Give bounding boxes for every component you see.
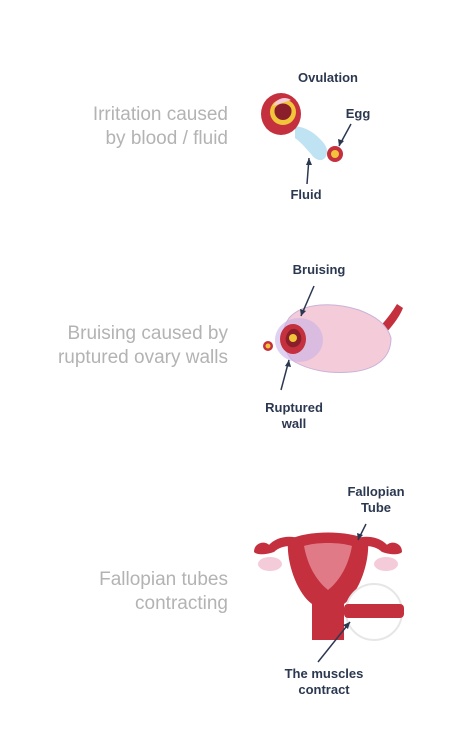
heading-fallopian: Fallopian tubes contracting (99, 569, 228, 614)
arrow-muscles (317, 621, 351, 663)
fimbriae-left (254, 542, 274, 555)
follicle-yolk (289, 334, 297, 342)
label-ruptured-wall: Ruptured wall (265, 400, 323, 431)
label-fluid: Fluid (290, 187, 322, 202)
label-muscles: The muscles contract (284, 666, 364, 697)
ovulation-illustration (261, 93, 352, 185)
heading-bruising: Bruising caused by ruptured ovary walls (57, 323, 228, 368)
label-fallopian-tube: Fallopian Tube (347, 484, 405, 515)
ovary-tissue (273, 98, 291, 106)
heading-irritation: Irritation caused by blood / fluid (92, 104, 228, 149)
arrow-bruising-head (300, 309, 306, 316)
uterus-illustration (254, 523, 404, 663)
arrow-fluid-head (306, 158, 312, 165)
arrow-egg-head (338, 139, 344, 146)
section-irritation: Irritation caused by blood / fluid Ovula… (0, 0, 474, 230)
section-fallopian: Fallopian tubes contracting Fallopian Tu… (0, 460, 474, 734)
arrow-fallopian-head (357, 533, 363, 540)
arrow-ruptured-head (285, 360, 291, 367)
fimbriae-right (382, 542, 402, 555)
bruised-ovary-illustration (263, 285, 403, 391)
uterus-cavity (304, 543, 352, 590)
arrow-muscles-head (343, 622, 350, 629)
label-bruising: Bruising (292, 262, 346, 277)
ovary-core (274, 103, 292, 120)
section-bruising: Bruising caused by ruptured ovary walls … (0, 230, 474, 460)
ovary-left (258, 557, 282, 571)
label-egg: Egg (345, 106, 371, 121)
ovary-right (374, 557, 398, 571)
fluid-spill (295, 126, 328, 161)
egg-center (331, 150, 339, 158)
egg-small-center (265, 343, 271, 349)
magnified-tube (344, 604, 404, 618)
label-ovulation: Ovulation (298, 70, 358, 85)
